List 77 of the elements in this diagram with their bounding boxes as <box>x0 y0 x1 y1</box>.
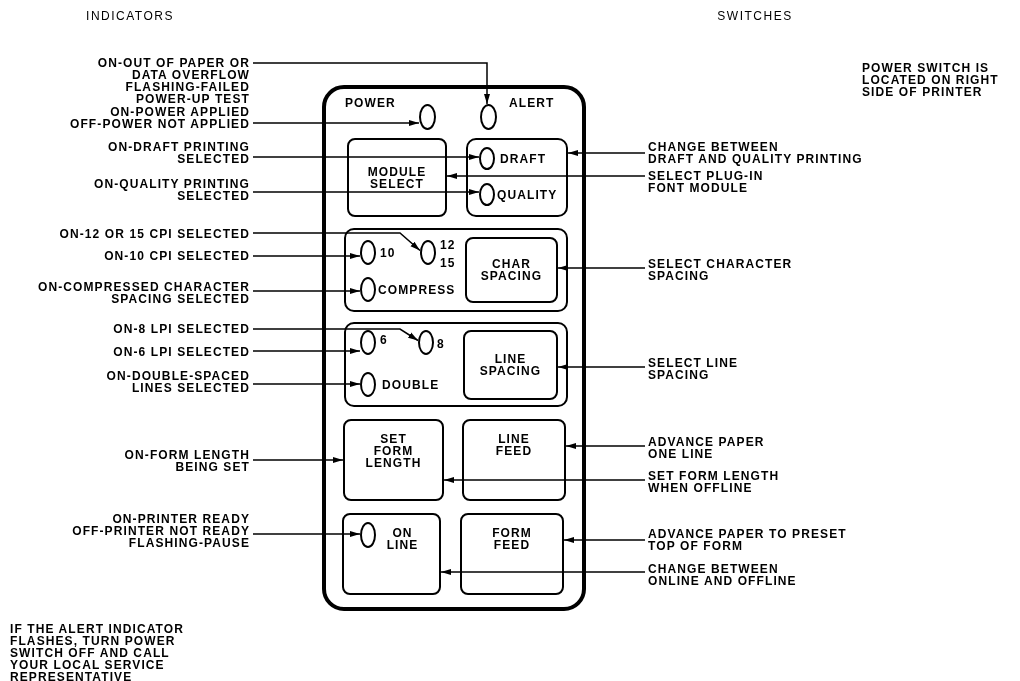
leader-arrow <box>252 348 361 354</box>
callout-text: SELECT LINE SPACING <box>648 357 739 381</box>
callout-text: ON-10 CPI SELECTED <box>104 250 250 262</box>
indicator-lamp <box>360 277 376 302</box>
note-text: SWITCHES <box>716 10 794 22</box>
note-text: INDICATORS <box>85 10 175 22</box>
leader-arrow <box>252 253 361 259</box>
leader-arrow <box>252 232 421 252</box>
leader-arrow <box>440 569 646 575</box>
indicator-label: QUALITY <box>497 189 558 201</box>
callout-text: ON-8 LPI SELECTED <box>113 323 250 335</box>
leader-arrow <box>252 154 480 160</box>
print-mode-switch <box>466 138 568 217</box>
leader-arrow <box>252 288 361 294</box>
indicator-lamp <box>360 330 376 355</box>
callout-text: ON-12 OR 15 CPI SELECTED <box>59 228 250 240</box>
panel-button <box>342 513 441 595</box>
leader-arrow <box>557 265 646 271</box>
indicator-label: COMPRESS <box>378 284 456 296</box>
callout-text: CHANGE BETWEEN ONLINE AND OFFLINE <box>648 563 797 587</box>
indicator-label: 10 <box>380 247 396 259</box>
callout-text: CHANGE BETWEEN DRAFT AND QUALITY PRINTING <box>648 141 863 165</box>
panel-button: MODULE SELECT <box>347 138 447 217</box>
callout-text: ADVANCE PAPER TO PRESET TOP OF FORM <box>648 528 847 552</box>
callout-text: ON-DRAFT PRINTING SELECTED <box>107 141 250 165</box>
callout-text: SET FORM LENGTH WHEN OFFLINE <box>648 470 780 494</box>
indicator-lamp <box>360 522 376 548</box>
indicator-label: POWER <box>345 97 396 109</box>
leader-arrow <box>252 531 361 537</box>
line-spacing-group <box>344 322 568 407</box>
note-text: IF THE ALERT INDICATOR FLASHES, TURN POWER SWITCH OFF AND CALL YOUR LOCAL SERVICE REPRESENTATIVE <box>10 623 184 681</box>
leader-arrow <box>252 457 344 463</box>
indicator-label: 12 15 <box>440 237 456 272</box>
callout-text: ON-DOUBLE-SPACED LINES SELECTED <box>106 370 250 394</box>
callout-text: ON-OUT OF PAPER OR DATA OVERFLOW FLASHING-FAILED POWER-UP TEST <box>97 57 250 105</box>
indicator-lamp <box>479 183 495 206</box>
indicator-label: 8 <box>437 338 445 350</box>
callout-text: SELECT PLUG-IN FONT MODULE <box>648 170 764 194</box>
control-panel <box>322 85 586 611</box>
callout-text: SELECT CHARACTER SPACING <box>648 258 793 282</box>
callout-text: ADVANCE PAPER ONE LINE <box>648 436 765 460</box>
callout-text: ON-PRINTER READY OFF-PRINTER NOT READY FLASHING-PAUSE <box>72 513 250 549</box>
leader-arrow <box>443 477 646 483</box>
note-text: POWER SWITCH IS LOCATED ON RIGHT SIDE OF PRINTER <box>862 62 999 98</box>
callout-text: ON-FORM LENGTH BEING SET <box>124 449 250 473</box>
leader-arrow <box>252 381 361 387</box>
leader-arrow <box>252 189 480 195</box>
leader-arrow <box>567 150 646 156</box>
indicator-label: ALERT <box>509 97 555 109</box>
indicator-lamp <box>418 330 434 355</box>
panel-button: LINE FEED <box>462 419 566 501</box>
callout-text: ON-6 LPI SELECTED <box>113 346 250 358</box>
indicator-label: DRAFT <box>500 153 547 165</box>
panel-button: FORM FEED <box>460 513 564 595</box>
callout-text: ON-POWER APPLIED OFF-POWER NOT APPLIED <box>70 106 250 130</box>
indicator-label: DOUBLE <box>382 379 440 391</box>
indicator-lamp <box>360 372 376 397</box>
indicator-lamp <box>420 240 436 265</box>
leader-arrow <box>446 173 646 179</box>
leader-arrow <box>557 364 646 370</box>
panel-button: CHAR SPACING <box>465 237 558 303</box>
character-spacing-group <box>344 228 568 312</box>
callout-text: ON-QUALITY PRINTING SELECTED <box>94 178 250 202</box>
leader-arrow <box>565 443 646 449</box>
callout-text: ON-COMPRESSED CHARACTER SPACING SELECTED <box>38 281 250 305</box>
leader-arrow <box>252 62 490 105</box>
indicator-lamp <box>360 240 376 265</box>
indicator-label: 6 <box>380 334 388 346</box>
indicator-lamp <box>480 104 497 130</box>
indicator-lamp <box>479 147 495 170</box>
leader-arrow <box>252 120 420 126</box>
leader-arrow <box>252 328 419 342</box>
indicator-lamp <box>419 104 436 130</box>
leader-arrow <box>563 537 646 543</box>
panel-button: SET FORM LENGTH <box>343 419 444 501</box>
button-label: ON LINE <box>386 527 419 551</box>
panel-button: LINE SPACING <box>463 330 558 400</box>
